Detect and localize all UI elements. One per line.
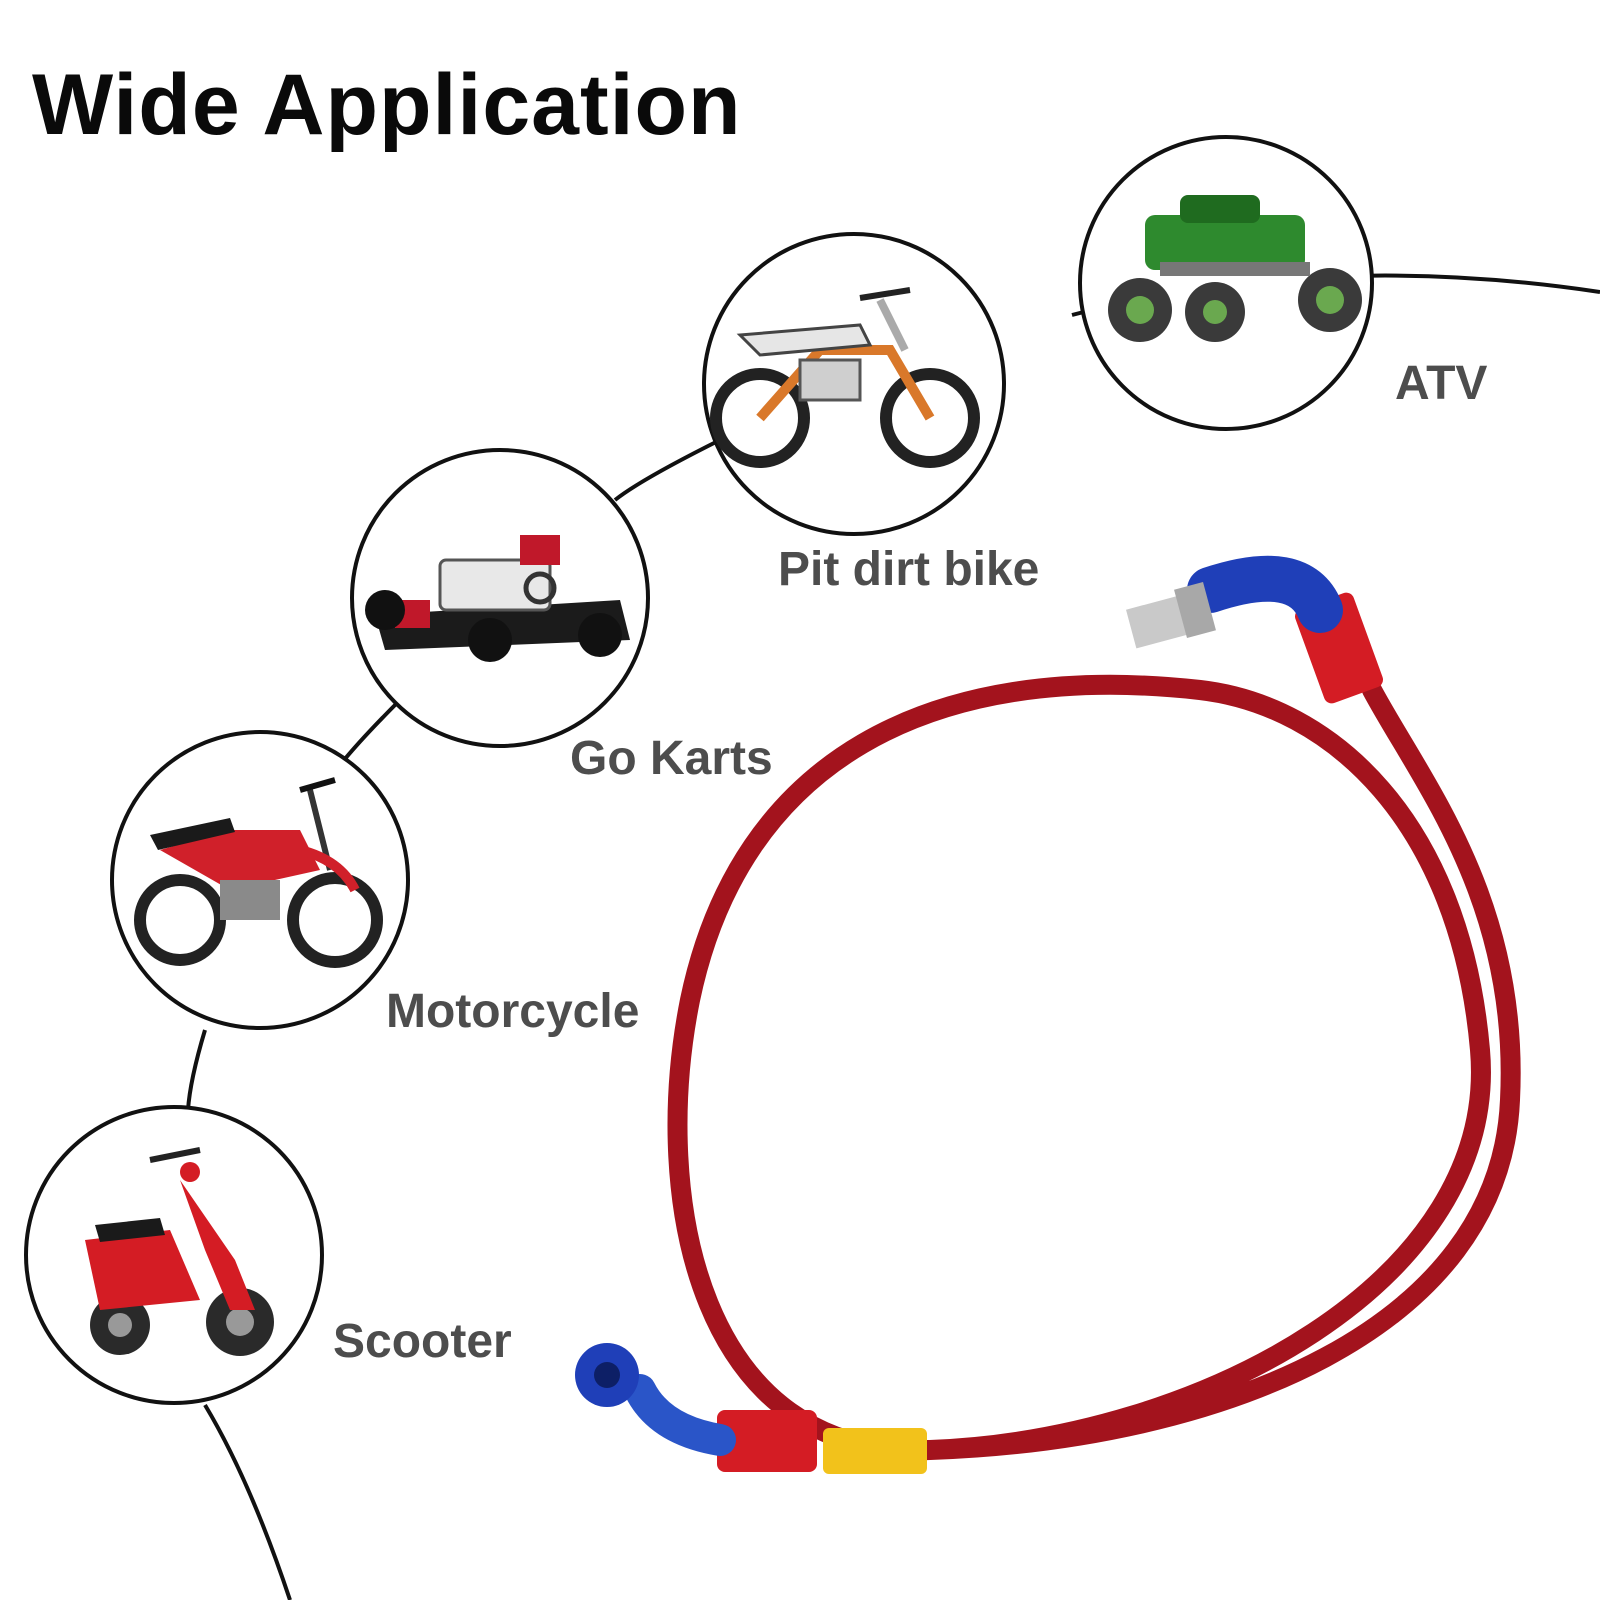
timeline-curve-lower	[186, 438, 721, 1600]
atv-icon	[1108, 195, 1362, 342]
go-kart-circle	[350, 448, 650, 748]
blue-bend-bottom	[624, 1374, 736, 1456]
dirt-bike-circle	[702, 232, 1006, 536]
yellow-sleeve	[823, 1428, 927, 1474]
blue-elbow-top	[1187, 555, 1343, 633]
scooter-circle	[24, 1105, 324, 1405]
motorcycle-icon	[134, 777, 383, 968]
label-scooter: Scooter	[333, 1315, 512, 1368]
atv-circle	[1078, 135, 1374, 431]
label-go-karts: Go Karts	[570, 732, 773, 785]
label-dirt-bike: Pit dirt bike	[778, 543, 1040, 596]
dirt-bike-icon	[710, 287, 980, 468]
page-title: Wide Application	[32, 57, 742, 153]
scooter-icon	[85, 1147, 274, 1356]
motorcycle-circle	[110, 730, 410, 1030]
label-atv: ATV	[1395, 357, 1488, 410]
label-motorcycle: Motorcycle	[386, 985, 640, 1038]
red-nut-bottom	[717, 1410, 817, 1472]
brake-hose-product	[575, 555, 1521, 1474]
hose-line	[667, 674, 1521, 1461]
go-kart-icon	[365, 535, 630, 662]
